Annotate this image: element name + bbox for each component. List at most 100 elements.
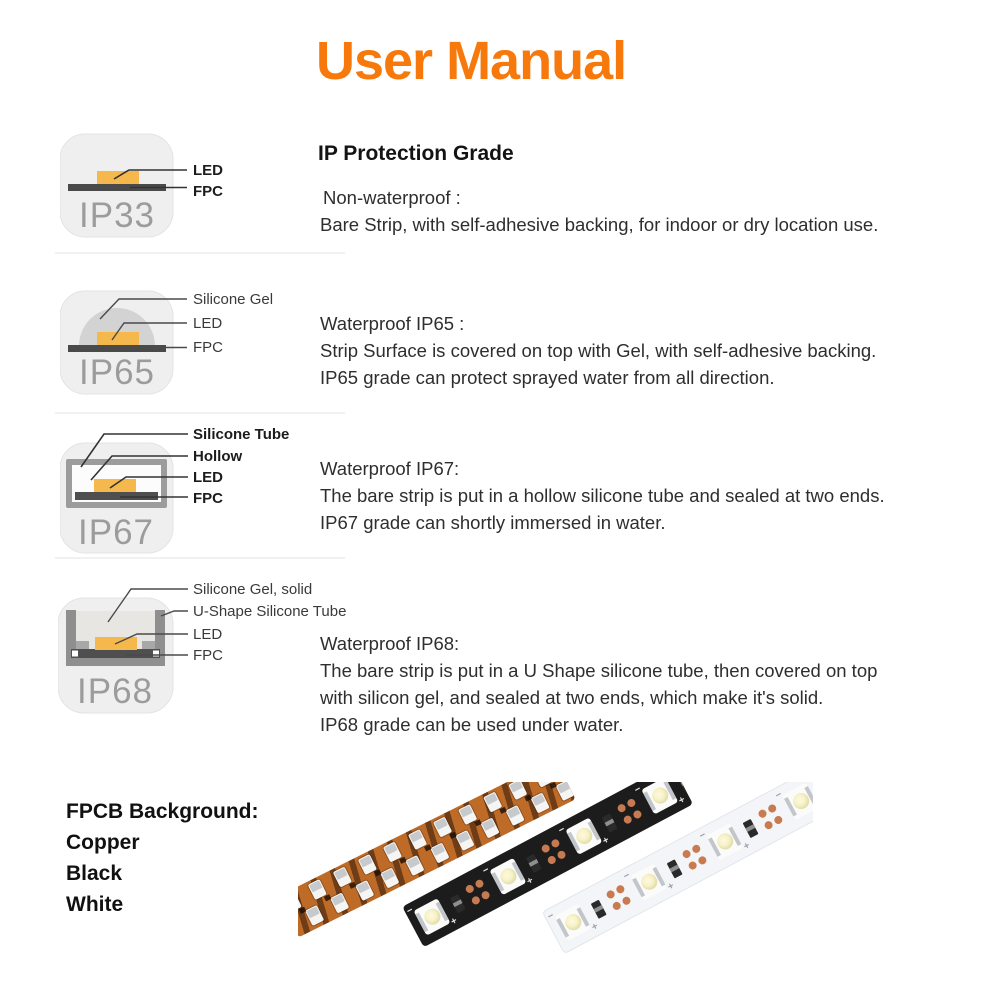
callout-label: LED: [193, 315, 222, 332]
led-module: [489, 857, 527, 896]
section-divider: [55, 252, 345, 254]
section-divider: [55, 557, 345, 559]
copper-pad: [772, 814, 784, 826]
copper-pad: [687, 860, 699, 871]
led-module: [430, 842, 450, 864]
polarity-mark: +: [600, 834, 612, 848]
led-leader-line: [109, 476, 188, 489]
fpcb-background-list: FPCB Background: Copper Black White: [66, 796, 259, 920]
led-module: [782, 782, 813, 821]
text-line: Waterproof IP65 :: [320, 313, 465, 334]
led-module: [554, 903, 592, 942]
tube-step-left: [76, 641, 89, 650]
text-line: IP65 grade can protect sprayed water fro…: [320, 367, 775, 388]
polarity-mark: −: [480, 864, 492, 877]
callout-label: LED: [193, 626, 222, 643]
ip33-diagram: LED FPC IP33: [60, 133, 223, 238]
copper-pads: [464, 878, 492, 907]
copper-pad: [757, 808, 768, 820]
copper-pad: [470, 894, 482, 906]
text-line: Waterproof IP67:: [320, 458, 460, 479]
tube-leader-line: [80, 433, 188, 468]
polarity-mark: −: [545, 910, 557, 923]
ip33-description: Non-waterproof : Bare Strip, with self-a…: [320, 184, 879, 238]
ip67-diagram: Silicone Tube Hollow LED FPC IP67: [60, 426, 289, 554]
ip65-description: Waterproof IP65 : Strip Surface is cover…: [320, 310, 876, 391]
ip68-badge-label: IP68: [77, 672, 153, 711]
text-line: Bare Strip, with self-adhesive backing, …: [320, 214, 879, 235]
callout-label: LED: [193, 469, 223, 486]
led-module: [355, 879, 375, 901]
polarity-mark: −: [621, 869, 633, 883]
led-module: [455, 829, 475, 852]
led-leader-line: [114, 633, 188, 645]
u-tube-left-wall: [66, 610, 76, 666]
led-module: [555, 782, 575, 802]
led-block: [97, 332, 139, 345]
fpcb-option-copper: Copper: [66, 831, 140, 854]
led-module: [565, 817, 603, 855]
callout-label: Silicone Gel: [193, 291, 273, 308]
led-module: [641, 782, 679, 815]
polarity-mark: +: [449, 915, 460, 928]
resistor: [590, 899, 607, 919]
fpcb-option-black: Black: [66, 862, 123, 885]
callout-label: Silicone Gel, solid: [193, 581, 312, 598]
tube-step-right: [142, 641, 155, 650]
utube-leader-line: [160, 610, 188, 617]
led-module: [405, 854, 425, 876]
text-line: with silicon gel, and sealed at two ends…: [320, 687, 824, 708]
polarity-mark: −: [556, 824, 568, 837]
page-title: User Manual: [316, 31, 627, 91]
text-line: Strip Surface is covered on top with Gel…: [320, 340, 877, 361]
polarity-mark: +: [676, 794, 688, 807]
fpc-end-left: [72, 650, 78, 657]
copper-pad: [766, 803, 778, 814]
copper-pad: [474, 878, 485, 890]
ip65-badge-label: IP65: [79, 353, 155, 392]
ip67-badge-label: IP67: [78, 513, 154, 552]
fpcb-heading: FPCB Background:: [66, 800, 259, 823]
ip65-diagram: Silicone Gel LED FPC IP65: [60, 290, 273, 395]
copper-pad: [696, 854, 708, 866]
copper-pad: [480, 889, 491, 901]
ip68-description: Waterproof IP68: The bare strip is put i…: [320, 630, 877, 738]
copper-pad: [464, 883, 476, 895]
text-line: Non-waterproof :: [323, 187, 461, 208]
fpc-bar: [75, 492, 158, 500]
callout-label: FPC: [193, 490, 223, 507]
callout-label: FPC: [193, 647, 223, 664]
led-module: [330, 892, 350, 914]
copper-pad: [614, 883, 626, 895]
polarity-mark: −: [632, 783, 644, 797]
copper-pads: [692, 782, 693, 786]
u-tube-right-wall: [155, 610, 165, 666]
polarity-mark: +: [524, 874, 536, 888]
ip33-badge-label: IP33: [79, 196, 155, 235]
section-heading: IP Protection Grade: [318, 142, 514, 165]
fpc-bar: [68, 184, 166, 191]
polarity-mark: −: [404, 904, 416, 918]
led-leader-line: [113, 169, 187, 180]
polarity-mark: −: [773, 789, 784, 802]
copper-pad: [622, 814, 634, 826]
gel-leader-line: [99, 298, 187, 320]
polarity-mark: −: [697, 829, 708, 843]
ip68-diagram: Silicone Gel, solid U-Shape Silicone Tub…: [58, 581, 346, 714]
copper-pad: [611, 900, 623, 912]
copper-pad: [540, 843, 552, 854]
callout-label: U-Shape Silicone Tube: [193, 603, 346, 620]
callout-label: FPC: [193, 339, 223, 356]
hollow-leader-line: [90, 455, 188, 481]
callout-label: LED: [193, 162, 223, 179]
led-module: [413, 898, 451, 936]
led-strips-image: −+−+−+−+ −+−+−+−+: [298, 782, 813, 972]
text-line: IP67 grade can shortly immersed in water…: [320, 512, 666, 533]
ip67-description: Waterproof IP67: The bare strip is put i…: [320, 455, 885, 536]
gel-leader-line: [107, 588, 188, 623]
led-module: [530, 792, 550, 814]
copper-pads: [616, 797, 644, 826]
polarity-mark: +: [665, 880, 677, 893]
fpcb-option-white: White: [66, 893, 124, 916]
resistor: [666, 859, 683, 879]
